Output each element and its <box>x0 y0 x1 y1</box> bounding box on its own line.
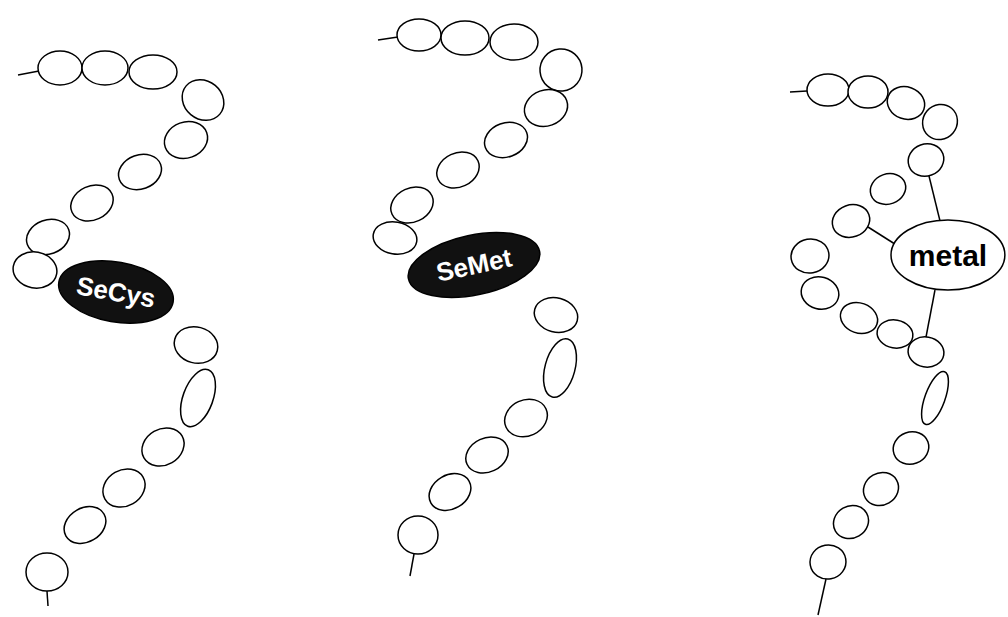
amino-acid-bead <box>422 466 477 517</box>
amino-acid-bead <box>371 218 420 257</box>
amino-acid-bead <box>135 420 191 473</box>
node-ellipse <box>891 220 1005 290</box>
amino-acid-bead <box>129 55 177 89</box>
peptide-chain <box>10 51 232 606</box>
amino-acid-bead <box>431 145 485 194</box>
amino-acid-bead <box>397 19 441 51</box>
amino-acid-bead <box>159 116 213 165</box>
amino-acid-bead <box>807 542 848 582</box>
amino-acid-bead <box>836 297 882 338</box>
amino-acid-bead <box>480 117 533 164</box>
amino-acid-bead <box>65 178 119 227</box>
amino-acid-bead <box>10 248 60 291</box>
amino-acid-bead <box>174 365 223 432</box>
amino-acid-bead <box>398 516 438 554</box>
chain-end <box>818 579 826 615</box>
amino-acid-bead <box>827 499 874 545</box>
amino-acid-bead <box>857 466 904 512</box>
selenium-residue: SeCys <box>53 251 180 333</box>
chain-end <box>378 37 398 40</box>
amino-acid-bead <box>490 24 538 60</box>
amino-acid-bead <box>82 51 128 85</box>
amino-acid-bead <box>530 293 581 337</box>
amino-acid-bead <box>883 81 930 124</box>
amino-acid-bead <box>538 335 583 401</box>
peptide-chain <box>788 74 964 615</box>
coordination-bond <box>929 176 940 221</box>
amino-acid-bead <box>788 236 831 276</box>
amino-acid-bead <box>174 71 232 128</box>
amino-acid-bead <box>57 499 112 550</box>
amino-acid-bead <box>807 74 849 106</box>
amino-acid-bead <box>498 392 553 443</box>
amino-acid-bead <box>916 368 954 427</box>
chain-end <box>410 554 414 576</box>
peptide-chain <box>371 19 591 576</box>
amino-acid-bead <box>906 334 947 370</box>
amino-acid-bead <box>170 322 222 368</box>
amino-acid-bead <box>828 199 875 242</box>
amino-acid-bead <box>798 273 843 314</box>
residue-label: metal <box>909 239 987 272</box>
amino-acid-bead <box>114 149 167 196</box>
metal-ion: metal <box>890 219 1006 291</box>
amino-acid-bead <box>848 76 888 108</box>
amino-acid-bead <box>866 169 910 210</box>
node-ellipse <box>402 222 546 309</box>
amino-acid-bead <box>915 97 964 146</box>
amino-acid-bead <box>904 139 949 181</box>
node-ellipse <box>54 252 179 331</box>
amino-acid-bead <box>96 461 152 514</box>
chain-end <box>47 591 48 606</box>
amino-acid-bead <box>460 430 514 479</box>
amino-acid-bead <box>441 21 489 55</box>
amino-acid-bead <box>38 51 82 85</box>
chain-end <box>18 71 39 75</box>
selenium-residue: SeMet <box>401 221 547 310</box>
amino-acid-bead <box>519 84 573 133</box>
chain-end <box>790 91 807 92</box>
amino-acid-bead <box>26 553 68 591</box>
amino-acid-bead <box>889 427 934 469</box>
coordination-bond <box>926 290 935 337</box>
